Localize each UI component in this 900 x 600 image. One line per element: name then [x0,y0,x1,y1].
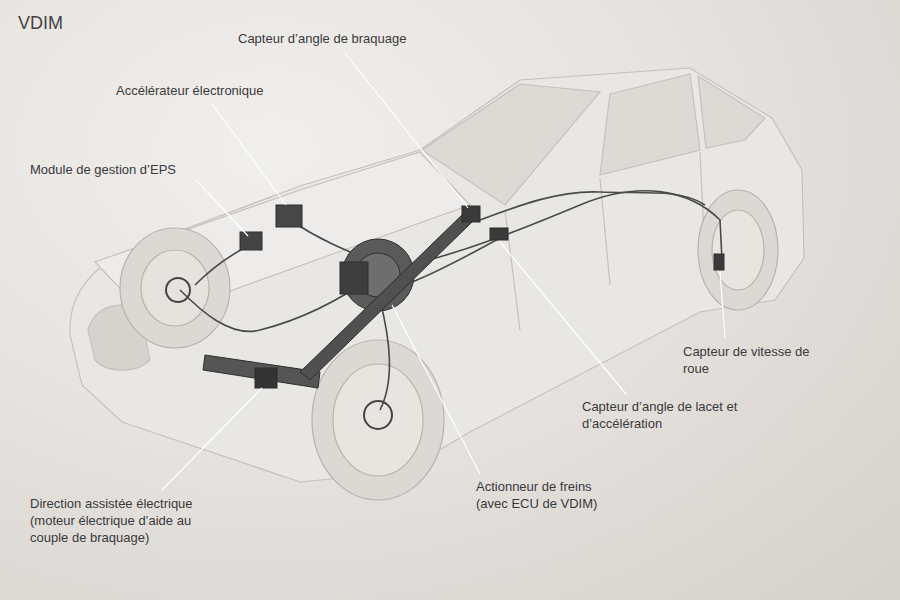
callout-label: Actionneur de freins (avec ECU de VDIM) [476,478,626,512]
leader-line [345,53,468,208]
leader-line [500,242,626,394]
eps-module [240,232,262,250]
leader-line [162,388,262,490]
harness [480,192,705,220]
callout-label: Module de gestion d’EPS [30,161,220,178]
door-line [505,152,705,330]
steering-column [300,215,472,380]
callout-label: Direction assistée électrique (moteur él… [30,495,220,546]
brake-line [380,300,389,410]
windshield [422,84,600,205]
side-window [600,74,700,175]
callout-label: Accélérateur électronique [116,82,316,99]
throttle-body [276,205,302,227]
diagram-title: VDIM [18,12,63,34]
front-right-rim [333,364,423,476]
callout-label: Capteur d’angle de braquage [238,30,478,47]
callout-label: Capteur d’angle de lacet et d’accélérati… [582,398,745,432]
harness [195,245,250,285]
steering-angle-sensor [462,206,480,222]
leader-line [196,180,248,236]
leader-line [720,272,725,338]
front-right-wheel [312,340,444,500]
leader-line [212,104,286,205]
leader-line [392,305,480,474]
vdim-components [166,205,724,429]
wheels [120,190,778,500]
wheel-speed-sensor [714,254,724,270]
vdim-wiring [180,191,722,410]
rear-window [698,76,765,148]
brake-ecu [340,262,368,294]
callout-label: Capteur de vitesse de roue [683,343,813,377]
rear-right-wheel [698,190,778,310]
front-left-rim [141,250,209,326]
front-left-wheel [120,228,230,348]
eps-motor [255,368,277,388]
front-left-brake-disc [166,278,190,302]
yaw-rate-sensor [490,228,508,240]
front-brake-disc [364,401,392,429]
